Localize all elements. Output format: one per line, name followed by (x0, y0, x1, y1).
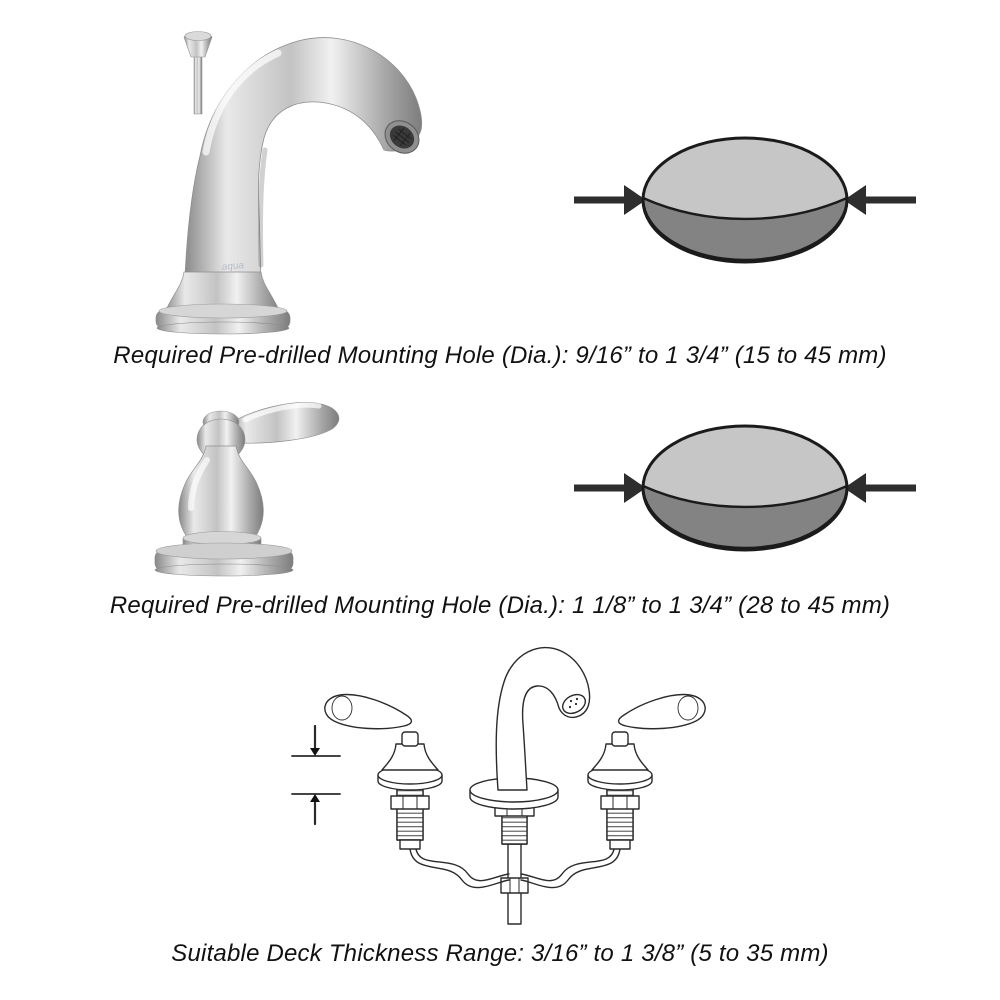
supply-pipe (500, 843, 529, 925)
faucet-spout-illustration: aqua (155, 31, 423, 335)
hose-left (409, 848, 510, 889)
center-spout-outline (495, 646, 591, 791)
oval-hole-with-arrows-icon (574, 426, 916, 550)
mounting-hole-diagram-spout (570, 120, 920, 280)
hose-right (520, 848, 621, 889)
spout-base (155, 271, 291, 335)
left-valve-body (390, 783, 430, 850)
handle-base (154, 531, 294, 577)
handle-body (178, 445, 264, 545)
right-valve-body (600, 783, 640, 850)
spout-body (183, 37, 423, 303)
caption-deck-thickness: Suitable Deck Thickness Range: 3/16” to … (171, 940, 829, 967)
handle-lever (225, 402, 340, 444)
lift-rod (183, 31, 213, 115)
installation-line-drawing (291, 646, 706, 925)
aerator-icon (384, 120, 420, 154)
right-handle-outline (591, 693, 706, 771)
caption-spout-mounting-hole: Required Pre-drilled Mounting Hole (Dia.… (113, 342, 887, 369)
oval-hole-with-arrows-icon (574, 138, 916, 262)
faucet-handle-illustration (154, 402, 340, 577)
mounting-hole-diagram-handle (570, 408, 920, 568)
brand-mark: aqua (221, 260, 245, 273)
left-handle-outline (324, 693, 439, 771)
caption-handle-mounting-hole: Required Pre-drilled Mounting Hole (Dia.… (109, 592, 891, 619)
deck-thickness-dimension-arrows (291, 724, 341, 826)
